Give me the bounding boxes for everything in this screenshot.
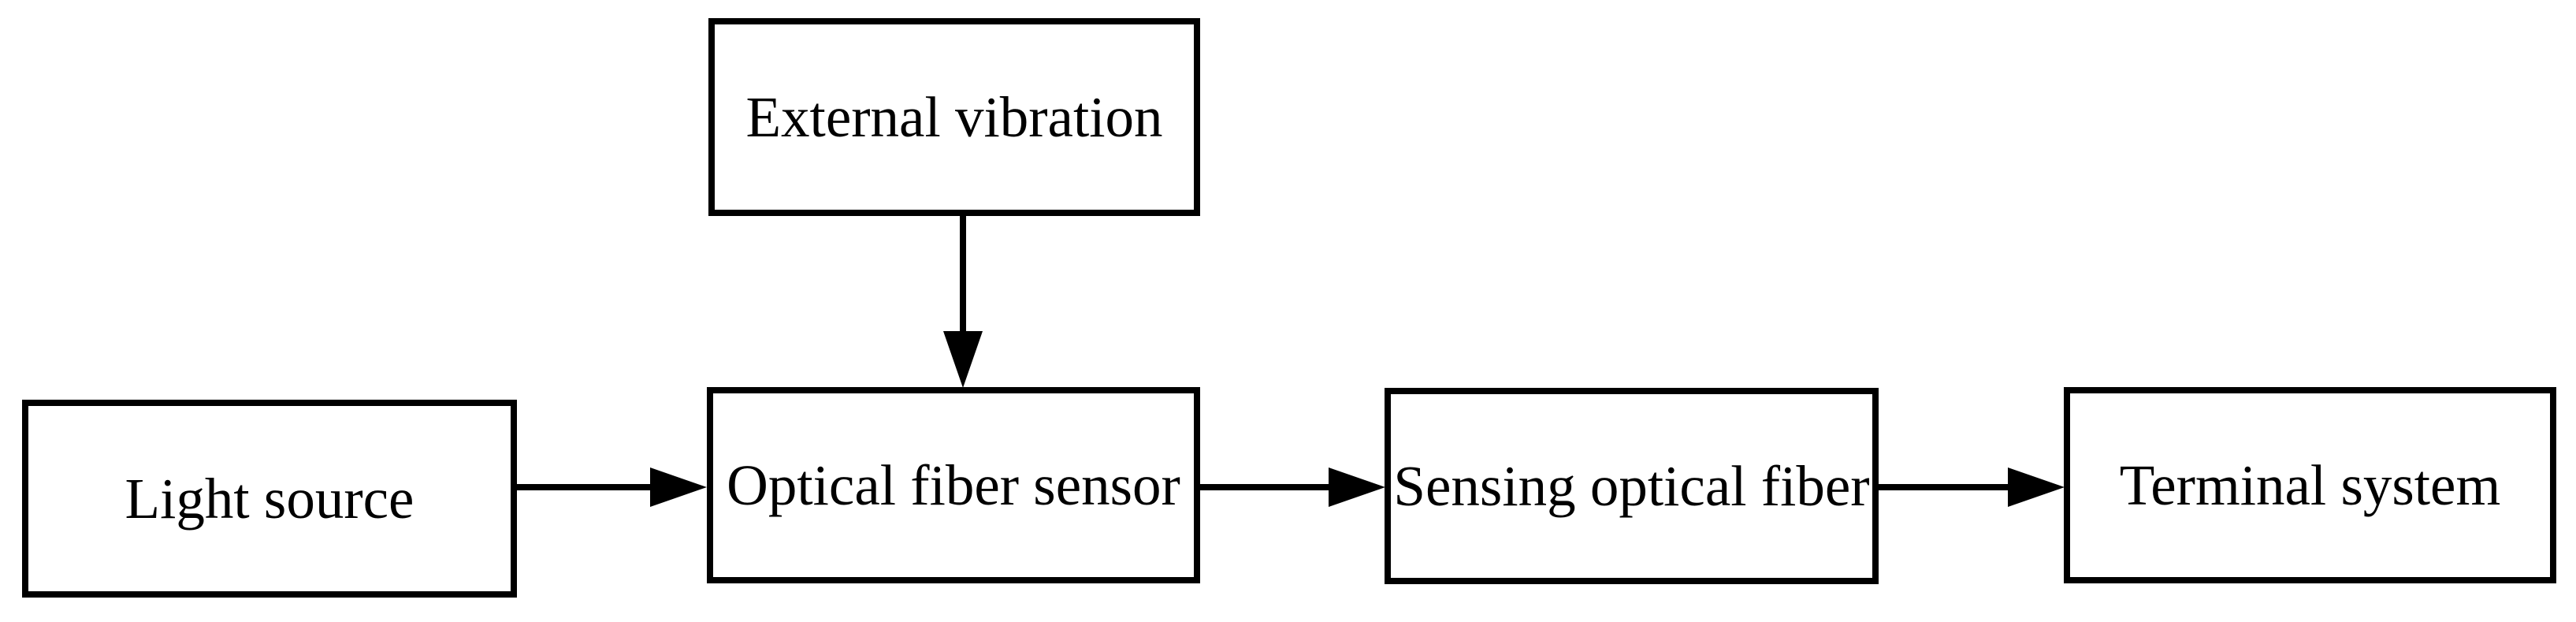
node-terminal-system-label: Terminal system (2119, 453, 2501, 517)
arrowhead-right-icon (650, 467, 707, 507)
node-sensing-optical-fiber-label: Sensing optical fiber (1393, 454, 1870, 518)
node-sensing-optical-fiber: Sensing optical fiber (1385, 388, 1879, 584)
node-optical-fiber-sensor: Optical fiber sensor (707, 387, 1200, 583)
arrow-light-source-to-optical-fiber-sensor (517, 467, 707, 507)
node-optical-fiber-sensor-label: Optical fiber sensor (727, 453, 1180, 517)
node-external-vibration-label: External vibration (745, 85, 1163, 149)
node-external-vibration: External vibration (708, 18, 1200, 216)
arrowhead-right-icon (1329, 467, 1385, 507)
arrow-external-vibration-to-optical-fiber-sensor (943, 213, 983, 388)
node-terminal-system: Terminal system (2064, 387, 2556, 583)
arrowhead-down-icon (943, 331, 983, 388)
arrowhead-right-icon (2008, 467, 2065, 507)
arrow-optical-fiber-sensor-to-sensing-optical-fiber (1200, 467, 1385, 507)
arrow-sensing-optical-fiber-to-terminal-system (1879, 467, 2065, 507)
node-light-source-label: Light source (125, 467, 414, 531)
node-light-source: Light source (22, 400, 517, 598)
